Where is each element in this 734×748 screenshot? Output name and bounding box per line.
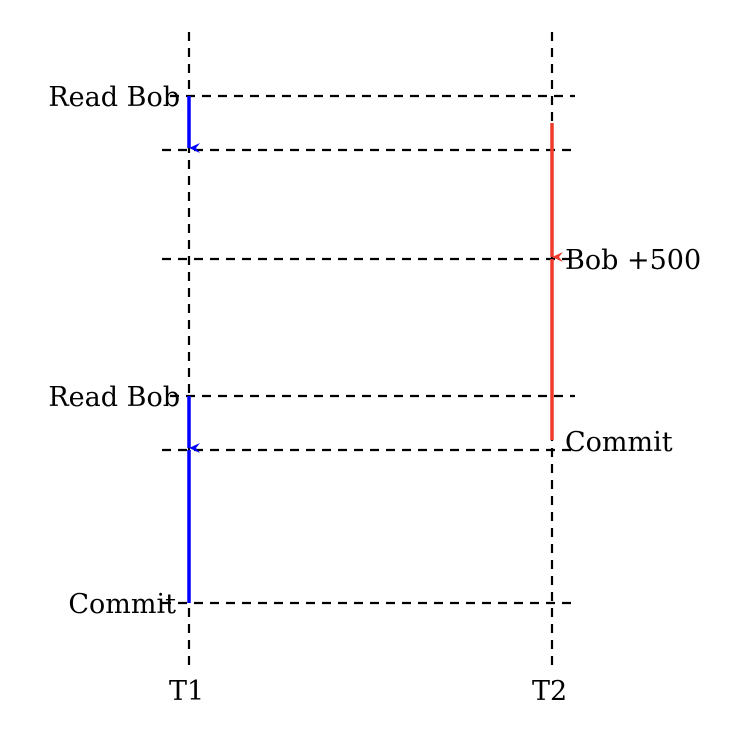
timeline-label-t1: T1: [169, 676, 205, 707]
horizontal-guides: [162, 94, 578, 605]
t2-event-label-commit: Commit: [565, 427, 673, 458]
timeline-label-t2: T2: [532, 676, 568, 707]
t1-event-label-read-bob-2: Read Bob: [48, 382, 180, 413]
t1-event-label-read-bob-1: Read Bob: [48, 82, 180, 113]
t2-event-label-bob-plus-500: Bob +500: [565, 245, 702, 276]
timelines: [187, 32, 554, 668]
t1-event-label-commit: Commit: [68, 589, 176, 620]
